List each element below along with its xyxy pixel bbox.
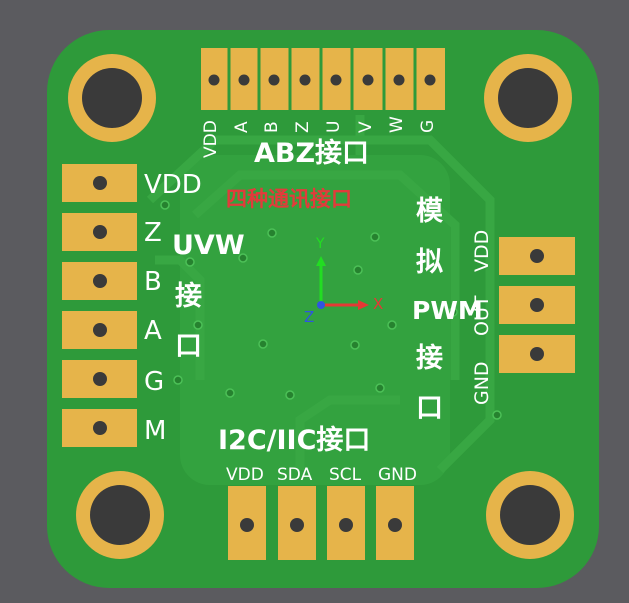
abz-pin-label-b: B xyxy=(262,121,282,133)
uvw-title-line-3: 口 xyxy=(175,331,202,362)
left-pin-label-z: Z xyxy=(144,218,162,248)
i2c-pin-label-vdd: VDD xyxy=(226,465,264,485)
i2c-pin-label-gnd: GND xyxy=(378,465,417,485)
abz-pin-label-a: A xyxy=(232,121,252,133)
axis-y-label: Y xyxy=(316,236,325,252)
pwm-title-line-1: 模 xyxy=(416,196,443,227)
abz-pin-label-vdd: VDD xyxy=(201,120,221,158)
pwm-title-line-4: 接 xyxy=(416,343,443,374)
left-pin-label-vdd: VDD xyxy=(144,170,202,200)
pwm-title-line-5: 口 xyxy=(416,393,443,424)
i2c-interface-title: I2C/IIC接口 xyxy=(218,425,371,456)
right-pin-label-out: OUT xyxy=(471,295,493,336)
uvw-title-line-1: UVW xyxy=(172,230,245,261)
i2c-pin-label-scl: SCL xyxy=(329,465,362,485)
i2c-pin-label-sda: SDA xyxy=(277,465,313,485)
right-pin-label-gnd: GND xyxy=(471,361,493,405)
mounting-hole-bottom-right xyxy=(486,471,574,559)
axis-z-label: Z xyxy=(304,308,315,326)
right-pads xyxy=(499,237,575,373)
mounting-hole-top-left xyxy=(68,54,156,142)
axis-x-label: X xyxy=(373,295,384,313)
pwm-title-line-3: PWM xyxy=(412,296,483,325)
z-axis-origin xyxy=(317,301,325,309)
uvw-title-line-2: 接 xyxy=(175,281,202,312)
coordinate-axes xyxy=(316,256,369,310)
left-pin-label-a: A xyxy=(144,316,162,346)
mounting-hole-bottom-left xyxy=(76,471,164,559)
left-pads xyxy=(62,164,137,447)
abz-pin-label-u: U xyxy=(324,120,344,133)
left-pin-label-g: G xyxy=(144,367,165,397)
left-pin-label-b: B xyxy=(144,267,162,297)
copper-traces xyxy=(146,115,495,485)
abz-pads xyxy=(201,48,445,110)
i2c-pads xyxy=(228,486,414,560)
right-pin-label-vdd: VDD xyxy=(471,229,493,272)
four-interface-label: 四种通讯接口 xyxy=(226,187,352,211)
abz-interface-title: ABZ接口 xyxy=(254,138,370,169)
abz-pin-label-g: G xyxy=(418,119,438,133)
vias xyxy=(160,200,502,420)
abz-pin-label-w: W xyxy=(387,116,407,133)
abz-pin-label-z: Z xyxy=(293,121,313,133)
mounting-hole-top-right xyxy=(484,54,572,142)
pwm-title-line-2: 拟 xyxy=(416,247,443,278)
left-pin-label-m: M xyxy=(144,416,167,446)
abz-pin-label-v: V xyxy=(356,121,376,133)
